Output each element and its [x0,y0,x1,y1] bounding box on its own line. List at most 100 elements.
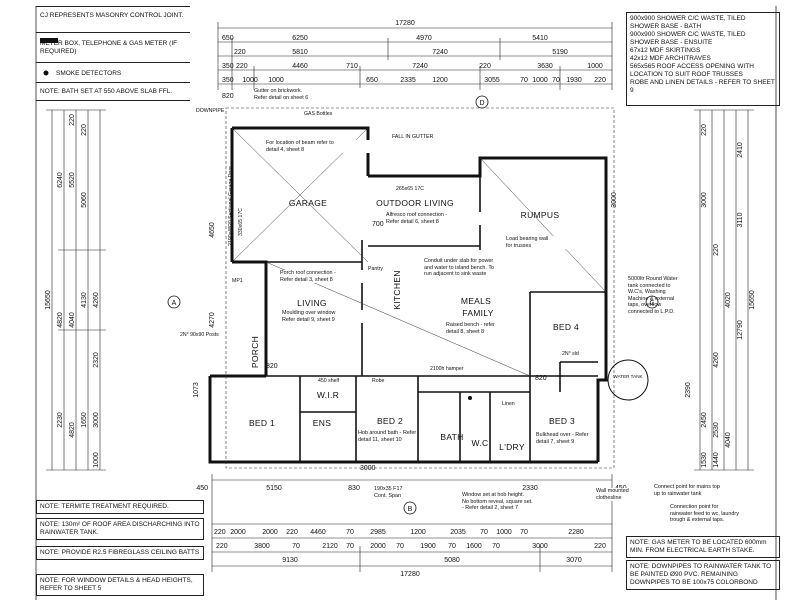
legend-divider [36,6,190,7]
dim-top: 1200 [432,77,448,84]
note-roof-area: NOTE: 130m² OF ROOF AREA DISCHARCHING IN… [36,518,204,540]
marker-b-icon [403,501,417,515]
legend-meter: METER BOX, TELEPHONE & GAS METER (IF REQ… [40,40,178,55]
dim-bottom: 2000 [230,529,246,536]
dim-top: 650 [222,35,234,42]
dim-bottom: 2000 [262,529,278,536]
note-gas-meter: NOTE: GAS METER TO BE LOCATED 600mm MIN.… [626,536,780,558]
dim-bottom-total: 17280 [400,571,420,578]
dim-left: 5060 [81,192,88,208]
room-bed-4: BED 4 [553,322,579,332]
note-batts: NOTE: PROVIDE R2.5 FIBREGLASS CEILING BA… [36,546,204,560]
dim-interior: 820 [535,375,547,382]
note-downpipe: DOWNPIPE [196,108,225,114]
dim-bottom: 70 [448,543,456,550]
dim-right: 4020 [725,292,732,308]
dim-right: 4040 [725,432,732,448]
dim-top: 5810 [292,49,308,56]
room-wc: W.C [472,438,489,448]
note-robe: Robe [372,378,385,384]
dim-bottom: 220 [216,543,228,550]
dim-bottom: 2120 [322,543,338,550]
room-outdoor-living: OUTDOOR LIVING [376,198,454,208]
dim-interior: 1073 [193,382,200,398]
dim-left: 4260 [93,292,100,308]
dim-interior: 820 [222,93,234,100]
dim-right: 2530 [713,422,720,438]
dim-bottom: 70 [346,529,354,536]
note-linen: Linen [502,401,515,407]
bottom-dimensions [211,474,613,572]
dim-top: 4970 [416,35,432,42]
note-hamper: 2100h hamper [430,366,464,372]
dim-left: 1650 [81,412,88,428]
dim-left: 6240 [57,172,64,188]
top-right-note: 900x900 SHOWER C/C WASTE, TILED SHOWER B… [626,12,780,106]
dim-interior: 4650 [209,222,216,238]
note-connect-rain: Connection point for rainwater feed to w… [670,504,774,524]
dim-left: 4040 [69,312,76,328]
room-family: FAMILY [462,308,493,318]
note-garage-door: 2190x4820 Sectional Garage Door [228,166,234,246]
dim-top: 220 [234,49,246,56]
dim-bottom: 2330 [522,485,538,492]
marker-d: D [479,100,484,107]
marker-a-icon [167,295,181,309]
legend-bath-note: NOTE: BATH SET AT 550 ABOVE SLAB FFL. [40,88,173,95]
dim-top: 1000 [532,77,548,84]
dim-left: 2230 [57,412,64,428]
dim-bottom: 1900 [420,543,436,550]
dim-bottom: 70 [396,543,404,550]
dim-top: 1000 [587,63,603,70]
note-window-details: NOTE: FOR WINDOW DETAILS & HEAD HEIGHTS,… [36,574,204,596]
dim-bottom: 70 [520,529,528,536]
note-shelf: 450 shelf [318,378,340,384]
room-bed-3: BED 3 [549,416,575,426]
legend-divider [36,82,190,83]
dim-bottom: 3000 [532,543,548,550]
eaves-line [225,107,615,469]
note-tc2: 265x65 17C [396,186,424,192]
dim-bottom: 3800 [254,543,270,550]
note-termite: NOTE: TERMITE TREATMENT REQUIRED. [36,500,204,514]
dim-top: 6250 [292,35,308,42]
dim-top: 710 [346,63,358,70]
dim-bottom: 1200 [410,529,426,536]
room-rumpus: RUMPUS [521,210,560,220]
note-hob: Hob around bath - Refer detail 11, sheet… [358,430,417,443]
dim-top: 7240 [412,63,428,70]
room-wir: W.I.R [317,390,339,400]
note-gas: GAS Bottles [304,111,333,117]
dim-interior: 3000 [360,465,376,472]
marker-c-icon [645,295,659,309]
dim-bottom: 70 [292,543,300,550]
dim-top: 5410 [532,35,548,42]
note-pantry: Pantry [368,266,383,272]
dim-bottom: 1000 [496,529,512,536]
room-porch: PORCH [250,336,260,368]
room-bed-1: BED 1 [249,418,275,428]
note-mp1: MP1 [232,278,243,284]
dim-left: 2320 [93,352,100,368]
room-bed-2: BED 2 [377,416,403,426]
external-walls [208,126,608,464]
dim-bottom: 5150 [266,485,282,492]
note-window-hob: Window set at hob height. No bottom reve… [462,492,572,512]
dim-right: 1530 [701,452,708,468]
dim-left: 1000 [93,452,100,468]
dim-bottom: 2035 [450,529,466,536]
dim-right: 220 [701,124,708,136]
dim-right: 2410 [737,142,744,158]
dim-interior: 3000 [611,192,618,208]
note-lintel: 190x35 F17 Cont. Span [374,486,424,499]
dim-bottom: 5080 [444,557,460,564]
room-bath: BATH [440,432,463,442]
meter-box-icon [40,38,58,43]
dim-bottom: 830 [348,485,360,492]
room-garage: GARAGE [289,198,327,208]
dim-bottom: 70 [492,543,500,550]
dim-right: 2390 [685,382,692,398]
room-laundry: L'DRY [499,442,525,452]
dim-right: 2450 [701,412,708,428]
dim-top: 3055 [484,77,500,84]
